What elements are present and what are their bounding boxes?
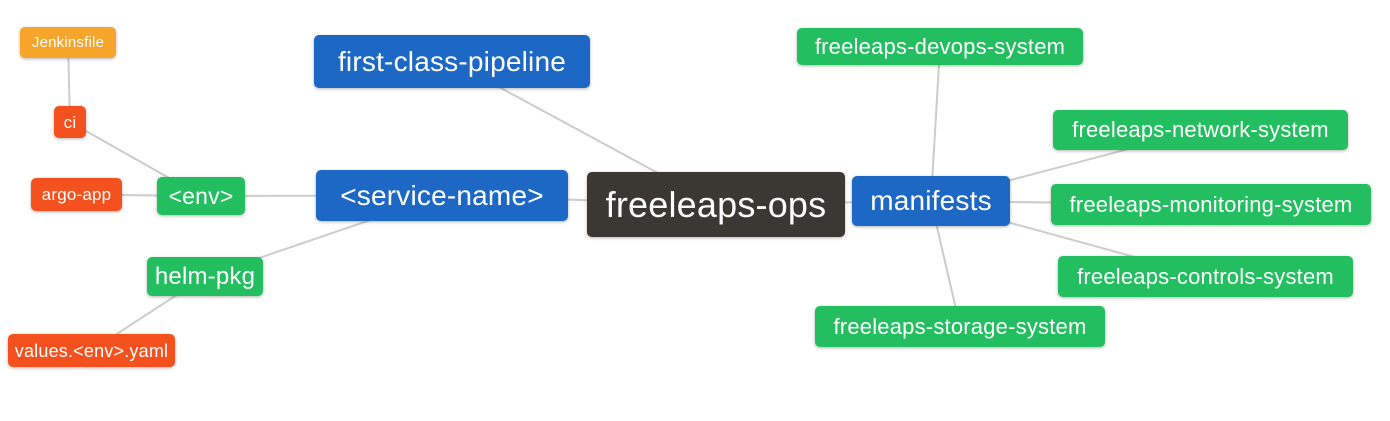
- node-argo-app[interactable]: argo-app: [31, 178, 122, 211]
- node-freeleaps-ops[interactable]: freeleaps-ops: [587, 172, 845, 237]
- edge-manifests-devops-system: [930, 46, 941, 202]
- node-helm-pkg[interactable]: helm-pkg: [147, 257, 263, 296]
- node-service-name[interactable]: <service-name>: [316, 170, 568, 221]
- node-storage-system[interactable]: freeleaps-storage-system: [815, 306, 1105, 347]
- node-first-class-pipeline[interactable]: first-class-pipeline: [314, 35, 590, 88]
- node-values-env-yaml[interactable]: values.<env>.yaml: [8, 334, 175, 367]
- node-jenkinsfile[interactable]: Jenkinsfile: [20, 27, 116, 58]
- node-env[interactable]: <env>: [157, 177, 245, 215]
- node-network-system[interactable]: freeleaps-network-system: [1053, 110, 1348, 150]
- node-controls-system[interactable]: freeleaps-controls-system: [1058, 256, 1353, 297]
- node-manifests[interactable]: manifests: [852, 176, 1010, 226]
- node-devops-system[interactable]: freeleaps-devops-system: [797, 28, 1083, 65]
- node-monitoring-system[interactable]: freeleaps-monitoring-system: [1051, 184, 1371, 225]
- node-ci[interactable]: ci: [54, 106, 86, 138]
